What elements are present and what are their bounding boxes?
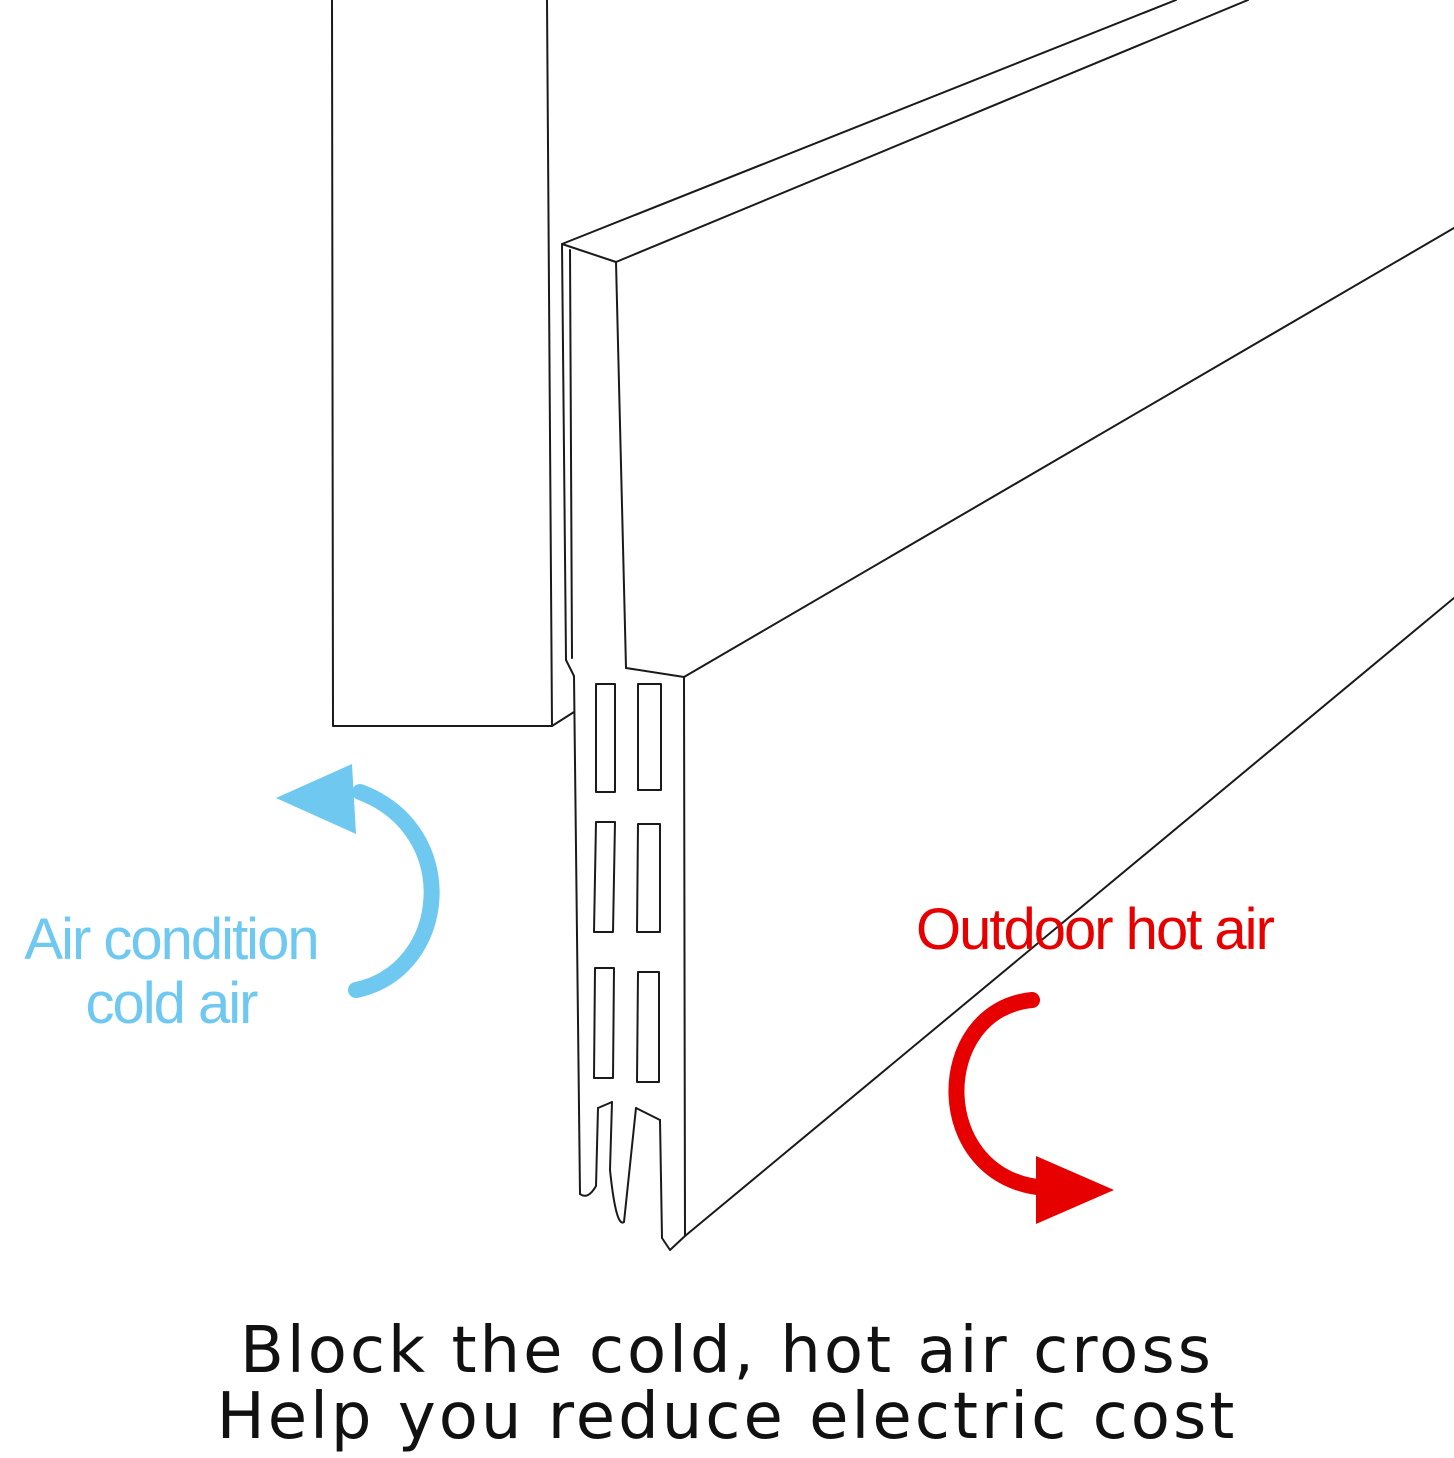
caption: Block the cold, hot air cross Help you r…	[0, 1318, 1454, 1450]
cold-air-label: Air condition cold air	[6, 908, 336, 1036]
curved-arrow-down-right-icon	[948, 992, 1114, 1224]
door-panel	[561, 0, 1454, 678]
caption-line1: Block the cold, hot air cross	[240, 1314, 1214, 1388]
caption-line2: Help you reduce electric cost	[216, 1380, 1238, 1454]
seal-slots	[593, 683, 662, 1083]
hot-air-label: Outdoor hot air	[916, 897, 1275, 962]
curved-arrow-up-left-icon	[276, 764, 440, 998]
door-frame	[331, 0, 575, 727]
cold-air-label-line2: cold air	[85, 971, 259, 1036]
cold-air-label-line1: Air condition	[24, 907, 319, 972]
door-seal-strip	[565, 597, 1454, 1251]
